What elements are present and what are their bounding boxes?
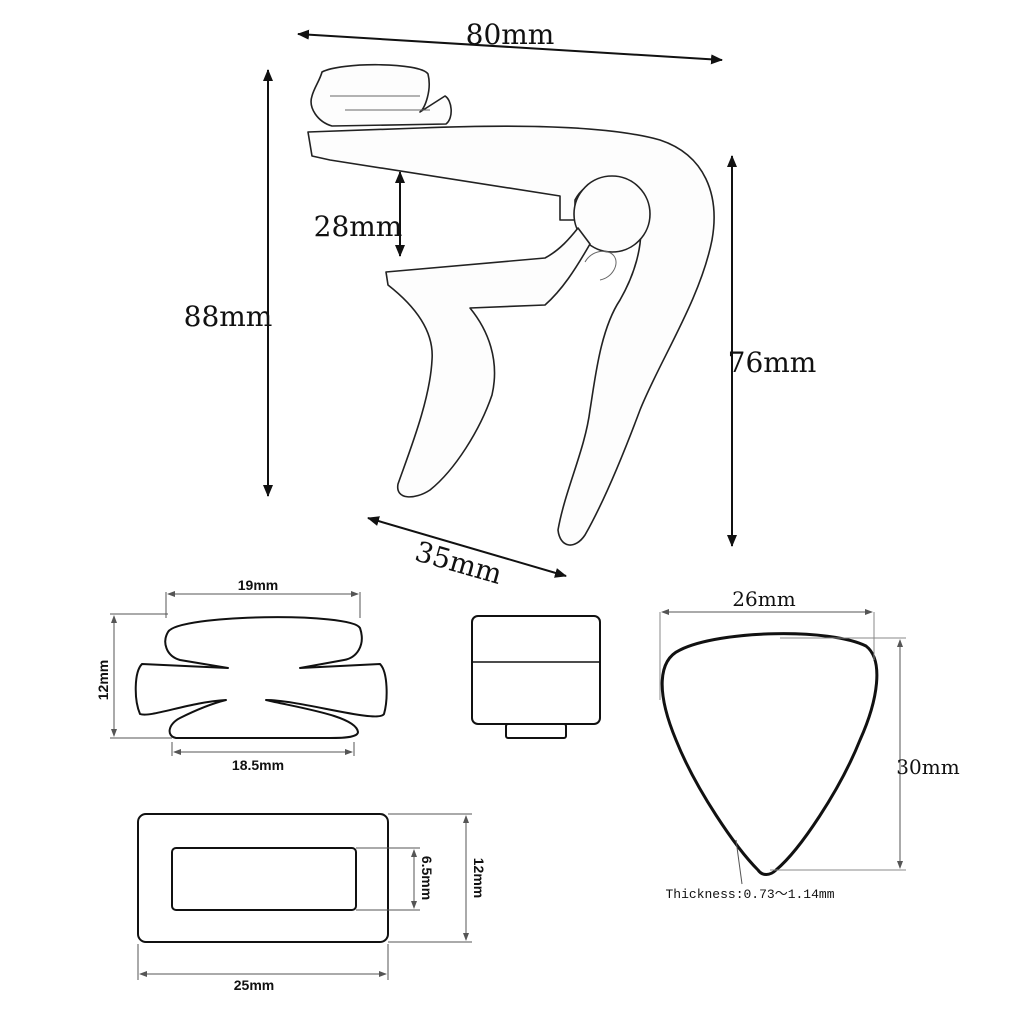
capo-screw bbox=[310, 63, 452, 127]
pick-thickness-label: Thickness:0.73～1.14mm bbox=[665, 887, 834, 902]
sleeve-inner bbox=[171, 847, 357, 911]
capo-lower-jaw bbox=[385, 227, 591, 498]
sleeve-drawing bbox=[137, 813, 389, 943]
capo-drawing bbox=[307, 63, 715, 546]
pick-height-label: 30mm bbox=[896, 755, 959, 779]
pad-height-label: 12mm bbox=[95, 660, 111, 700]
pad-top-width-label: 19mm bbox=[238, 577, 278, 593]
capo-gap-label: 28mm bbox=[314, 210, 403, 243]
capo-handle-label: 76mm bbox=[728, 346, 817, 379]
block-drawing bbox=[471, 615, 601, 739]
pad-drawing bbox=[134, 616, 388, 739]
pick-width-label: 26mm bbox=[732, 587, 795, 611]
capo-clip bbox=[584, 250, 617, 281]
sleeve-outer-height-label: 12mm bbox=[471, 858, 487, 898]
capo-pivot bbox=[573, 175, 651, 253]
capo-width-label: 80mm bbox=[466, 18, 555, 51]
block-base bbox=[505, 723, 567, 739]
pad-bottom-width-label: 18.5mm bbox=[232, 757, 284, 773]
capo-depth-label: 35mm bbox=[411, 535, 505, 591]
sleeve-width-label: 25mm bbox=[234, 977, 274, 993]
pick-drawing bbox=[660, 632, 879, 876]
pick-shape bbox=[660, 632, 879, 876]
block-body bbox=[471, 615, 601, 725]
capo-body bbox=[307, 125, 715, 546]
capo-depth-arrow bbox=[367, 516, 567, 578]
pad-shape bbox=[134, 616, 388, 739]
capo-width-arrow bbox=[297, 29, 723, 65]
capo-height-label: 88mm bbox=[184, 300, 273, 333]
sleeve-inner-height-label: 6.5mm bbox=[419, 856, 435, 900]
